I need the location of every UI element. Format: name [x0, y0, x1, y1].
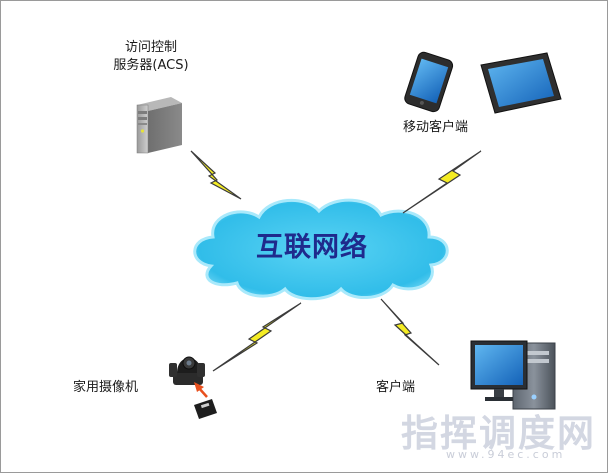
watermark-url: www.94ec.com: [446, 448, 566, 461]
camera-icon: [169, 356, 205, 385]
acs-server-label-line1: 访问控制: [124, 40, 177, 55]
lightning-icon-client: [380, 298, 440, 366]
mobile-client-label: 移动客户端: [403, 120, 469, 135]
tablet-icon: [480, 52, 562, 114]
watermark-text: 指挥调度网: [401, 412, 596, 455]
lightning-icon-mobile: [402, 150, 482, 214]
cloud-label: 互联网络: [256, 232, 368, 263]
lightning-icon-acs: [190, 150, 242, 200]
acs-server-label-line2: 服务器(ACS): [113, 58, 189, 73]
memory-card-icon: [194, 399, 217, 419]
cloud-icon: [193, 198, 449, 301]
smartphone-icon: [404, 51, 454, 113]
home-camera-label: 家用摄像机: [73, 380, 139, 395]
client-label: 客户端: [376, 380, 416, 395]
insert-arrow-icon: [194, 382, 208, 398]
desktop-computer-icon: [470, 340, 556, 410]
acs-server-label: 访问控制 服务器(ACS): [99, 39, 203, 75]
lightning-icon-camera: [212, 302, 302, 372]
server-icon: [136, 97, 182, 154]
